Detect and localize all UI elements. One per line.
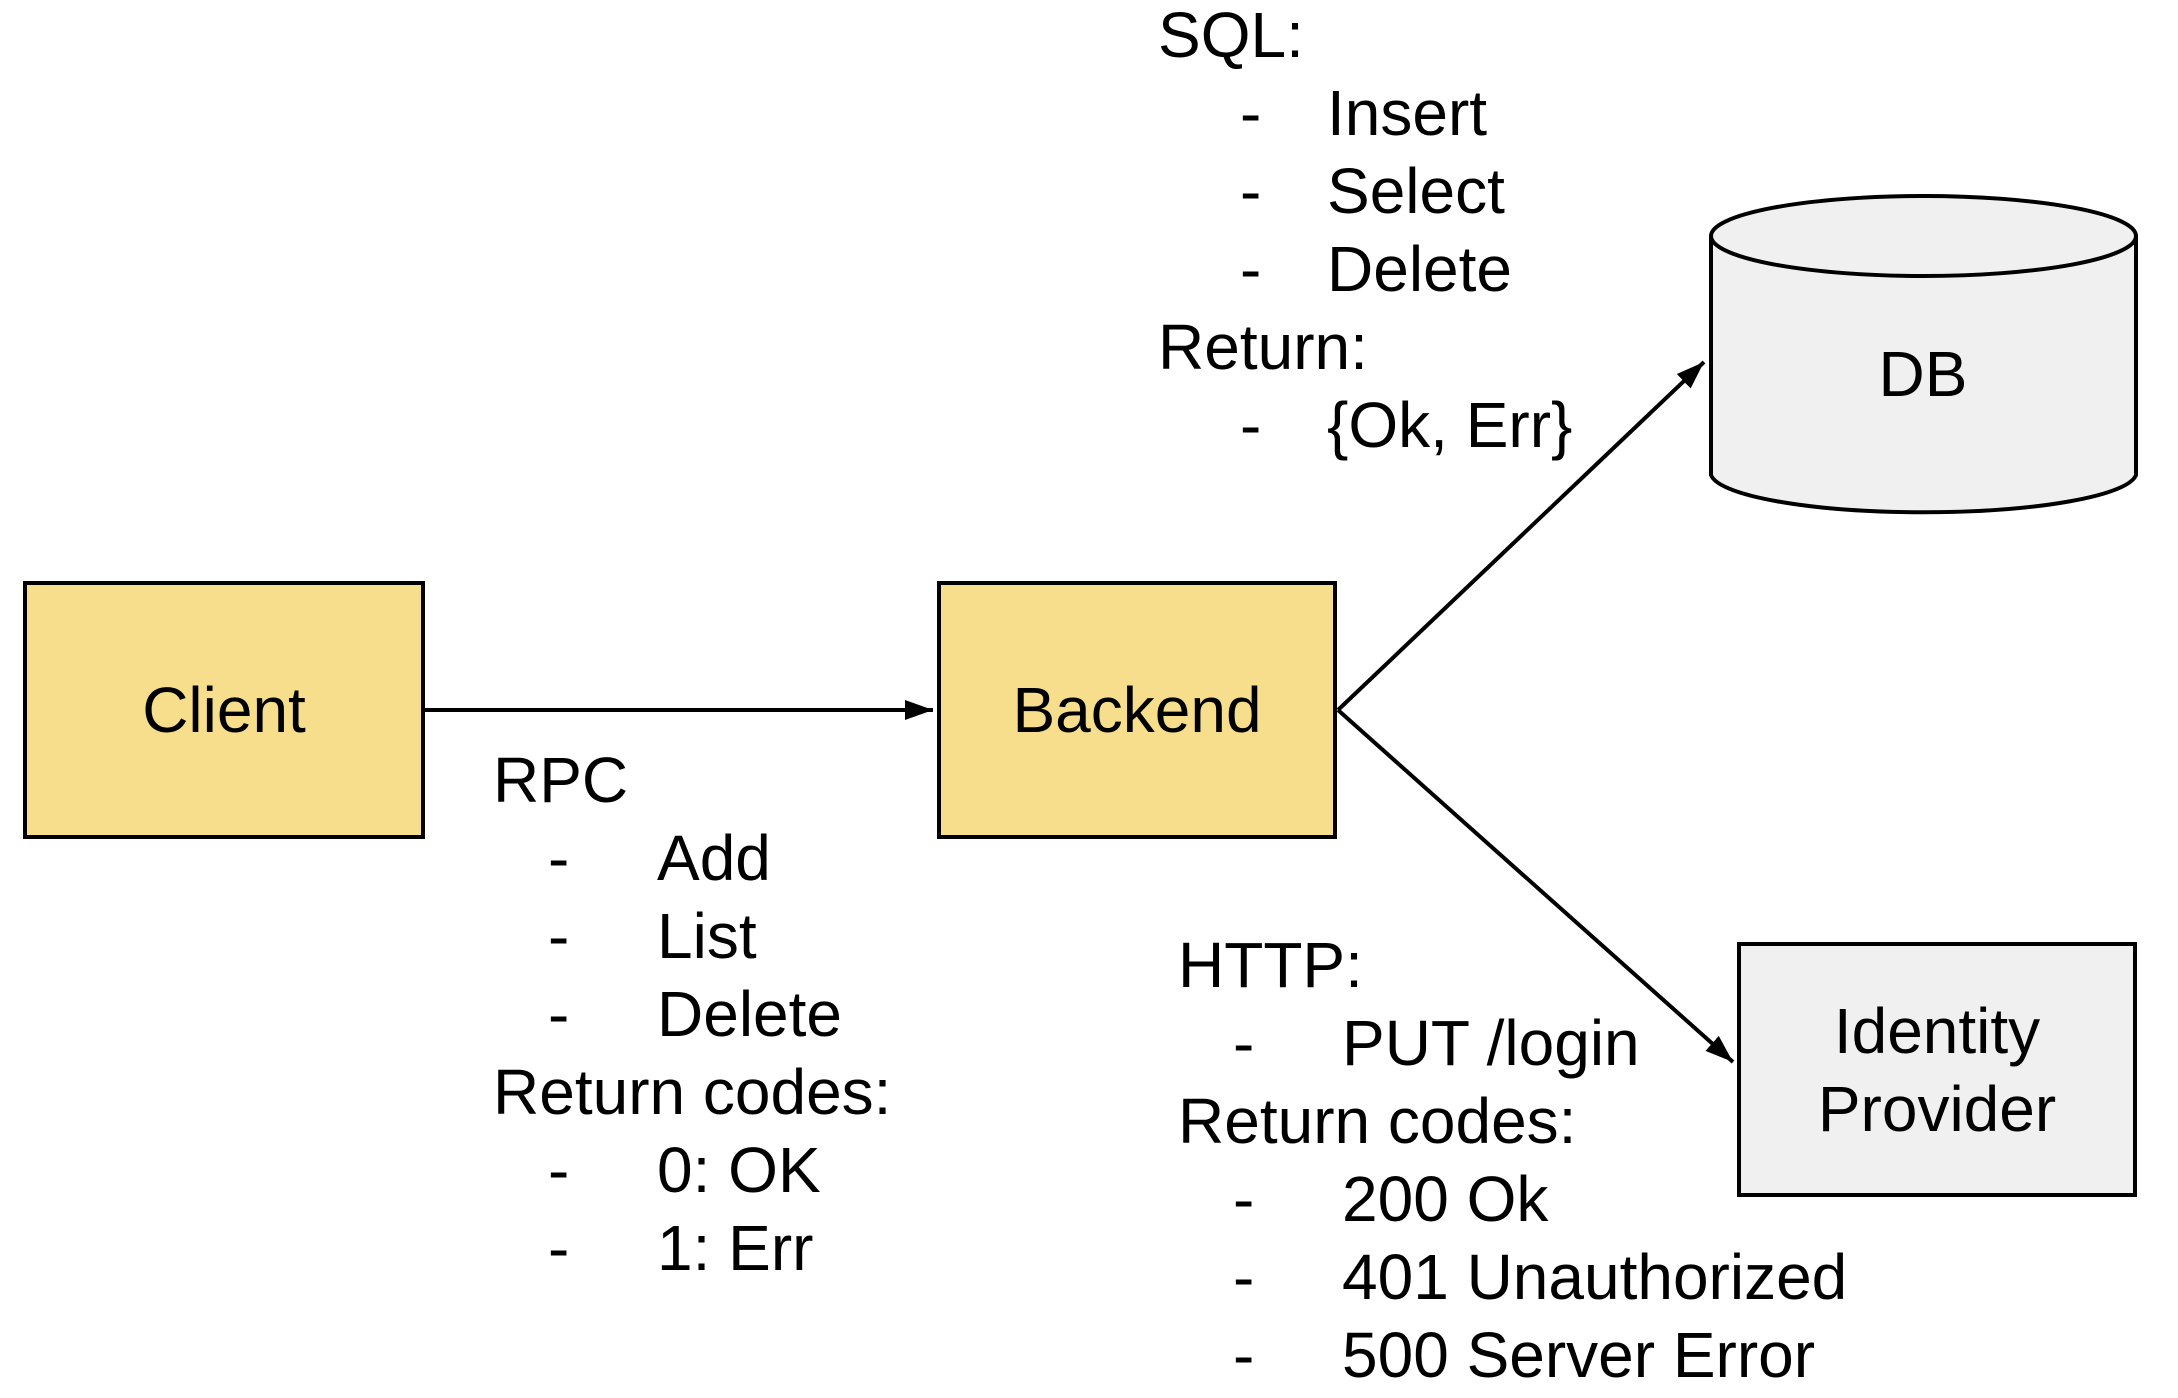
identity-provider-node: Identity Provider bbox=[1737, 942, 2137, 1197]
bullet-dash-icon: - bbox=[1233, 1163, 1255, 1235]
rpc-item: - Delete bbox=[493, 975, 891, 1053]
backend-node: Backend bbox=[937, 581, 1337, 839]
rpc-annotation: RPC - Add - List - Delete Return codes: - 0:… bbox=[493, 741, 891, 1287]
sql-return-title: Return: bbox=[1158, 311, 1368, 383]
sql-item: -Select bbox=[1158, 152, 1572, 230]
bullet-dash-icon: - bbox=[1240, 233, 1262, 305]
sql-item: -Insert bbox=[1158, 74, 1572, 152]
sql-item-text: Delete bbox=[1327, 233, 1512, 305]
bullet-dash-icon: - bbox=[548, 1212, 570, 1284]
http-return-item-text: 500 Server Error bbox=[1342, 1319, 1816, 1391]
rpc-item-text: List bbox=[657, 900, 757, 972]
db-cylinder-icon bbox=[1709, 194, 2138, 515]
arrow-backend-to-db bbox=[1336, 360, 1706, 712]
bullet-dash-icon: - bbox=[548, 1134, 570, 1206]
rpc-item-text: Add bbox=[657, 822, 771, 894]
identity-provider-label: Identity Provider bbox=[1817, 994, 2057, 1145]
http-annotation: HTTP: -PUT /login Return codes: -200 Ok … bbox=[1178, 926, 1847, 1394]
rpc-item: - Add bbox=[493, 819, 891, 897]
rpc-item-text: Delete bbox=[657, 978, 842, 1050]
http-return-item: - 200 Ok bbox=[1178, 1160, 1847, 1238]
sql-annotation: SQL: -Insert -Select -Delete Return: -{O… bbox=[1158, 0, 1572, 464]
db-node: DB bbox=[1710, 335, 2136, 413]
http-item-text: PUT /login bbox=[1342, 1007, 1640, 1079]
bullet-dash-icon: - bbox=[548, 978, 570, 1050]
bullet-dash-icon: - bbox=[548, 900, 570, 972]
bullet-dash-icon: - bbox=[548, 822, 570, 894]
client-label: Client bbox=[142, 674, 306, 746]
rpc-item: - List bbox=[493, 897, 891, 975]
sql-item-text: Select bbox=[1327, 155, 1505, 227]
sql-return-item: -{Ok, Err} bbox=[1158, 386, 1572, 464]
sql-title: SQL: bbox=[1158, 0, 1304, 71]
rpc-return-item-text: 1: Err bbox=[657, 1212, 814, 1284]
bullet-dash-icon: - bbox=[1240, 389, 1262, 461]
client-node: Client bbox=[23, 581, 425, 839]
db-label: DB bbox=[1878, 338, 1968, 410]
http-return-title: Return codes: bbox=[1178, 1085, 1577, 1157]
rpc-title: RPC bbox=[493, 744, 629, 816]
bullet-dash-icon: - bbox=[1233, 1007, 1255, 1079]
rpc-return-item-text: 0: OK bbox=[657, 1134, 821, 1206]
http-item: - PUT /login bbox=[1178, 1004, 1847, 1082]
rpc-return-item: - 1: Err bbox=[493, 1209, 891, 1287]
http-return-item: - 401 Unauthorized bbox=[1178, 1238, 1847, 1316]
bullet-dash-icon: - bbox=[1240, 155, 1262, 227]
arrow-backend-to-identity-provider bbox=[1336, 708, 1735, 1064]
sql-item-text: Insert bbox=[1327, 77, 1488, 149]
bullet-dash-icon: - bbox=[1233, 1319, 1255, 1391]
backend-label: Backend bbox=[1012, 674, 1262, 746]
http-return-item-text: 401 Unauthorized bbox=[1342, 1241, 1848, 1313]
rpc-return-title: Return codes: bbox=[493, 1056, 892, 1128]
http-title: HTTP: bbox=[1178, 929, 1363, 1001]
bullet-dash-icon: - bbox=[1233, 1241, 1255, 1313]
bullet-dash-icon: - bbox=[1240, 77, 1262, 149]
http-return-item-text: 200 Ok bbox=[1342, 1163, 1549, 1235]
sql-item: -Delete bbox=[1158, 230, 1572, 308]
db-cylinder-body bbox=[1709, 236, 2138, 515]
db-cylinder-top bbox=[1709, 194, 2138, 278]
sql-return-item-text: {Ok, Err} bbox=[1327, 389, 1573, 461]
rpc-return-item: - 0: OK bbox=[493, 1131, 891, 1209]
http-return-item: - 500 Server Error bbox=[1178, 1316, 1847, 1394]
